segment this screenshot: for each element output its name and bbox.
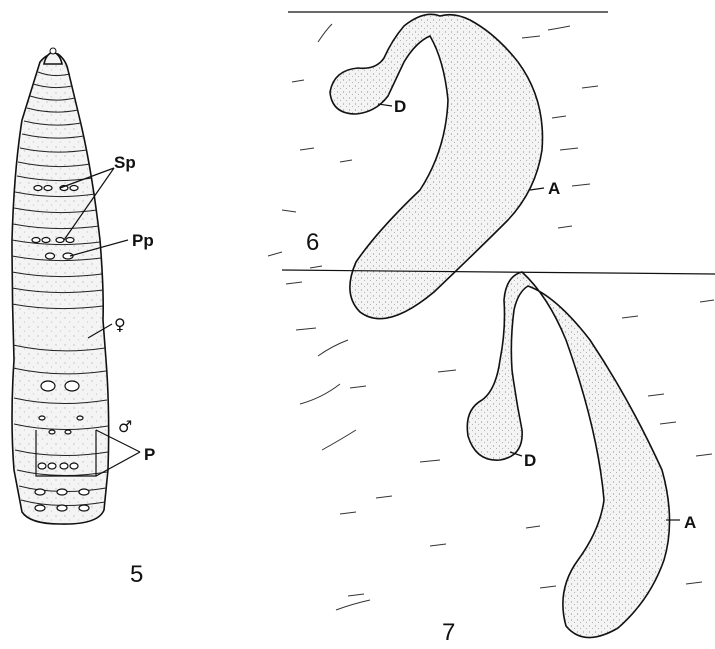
figure-6-number: 6 (306, 229, 319, 256)
figure-5-worm: Sp Pp ♀ ♂ P 5 (12, 48, 155, 588)
label-female: ♀ (114, 315, 126, 334)
figure-5-number: 5 (130, 561, 143, 588)
label-sp: Sp (114, 153, 136, 172)
figure-6-label-d: D (394, 97, 406, 116)
figure-7-number: 7 (442, 619, 455, 646)
figure-7-spermatheca: D A 7 (282, 270, 715, 646)
label-pp: Pp (132, 231, 154, 250)
label-p: P (144, 445, 155, 464)
figure-7-body-wall-line (282, 270, 715, 274)
figure-6-a-leader (530, 188, 544, 190)
figure-7-label-d: D (524, 451, 536, 470)
label-male: ♂ (118, 417, 132, 436)
figure-7-label-a: A (684, 513, 696, 532)
figure-6-label-a: A (548, 179, 560, 198)
